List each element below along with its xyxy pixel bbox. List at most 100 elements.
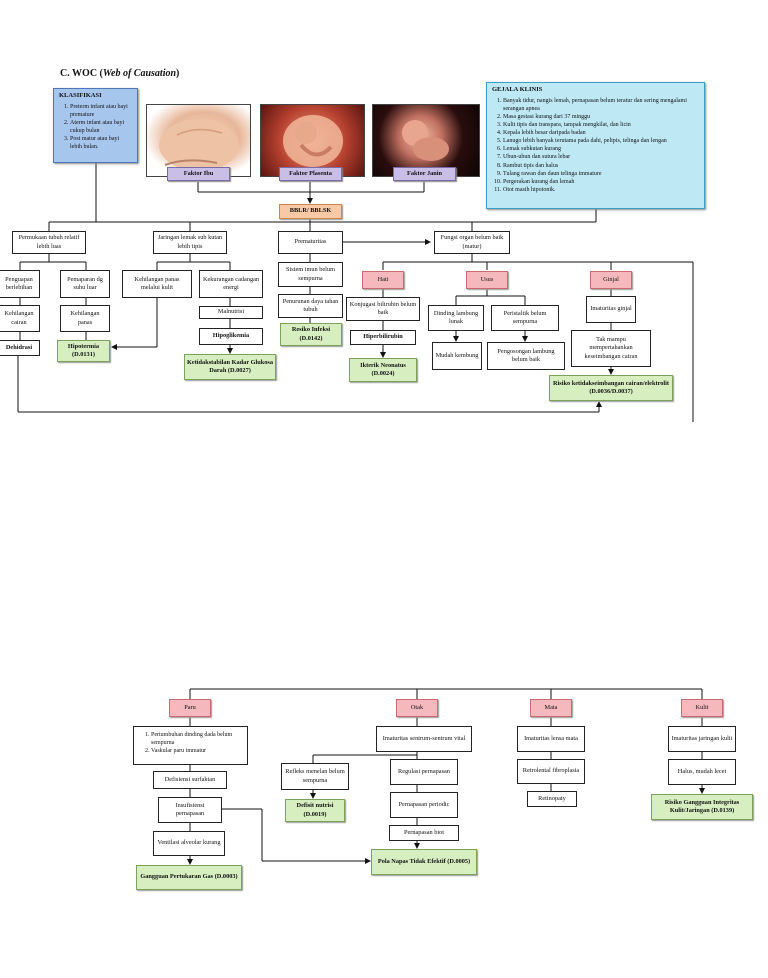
gejala-list: Banyak tidur, nangis lemah, pernapasan b… bbox=[492, 97, 699, 194]
kulit-box: Kulit bbox=[681, 699, 723, 717]
list-item: Tulang rawan dan daun telinga immature bbox=[503, 170, 699, 178]
ginjal-box: Ginjal bbox=[590, 271, 632, 289]
pernapasan-biot-label: Pernapasan biot bbox=[403, 828, 445, 836]
tak-mampu-box: Tak mampu mempertahankan keseimbangan ca… bbox=[571, 330, 651, 367]
paru-list: Pertumbuhan dinding dada belum sempurna … bbox=[140, 731, 241, 755]
sistem-imun-box: Sistem imun belum sempurna bbox=[278, 262, 343, 287]
hipotermia-diagnosis: Hipotermia (D.0131) bbox=[57, 340, 110, 362]
hiperbilirubin-box: Hiperbilirubin bbox=[350, 330, 416, 345]
otak-label: Otak bbox=[410, 703, 424, 711]
paru-list-box: Pertumbuhan dinding dada belum sempurna … bbox=[133, 726, 248, 765]
ginjal-label: Ginjal bbox=[603, 275, 619, 283]
kehilangan-panas-kulit-box: Kehilangan panas melalui kulit bbox=[122, 270, 192, 298]
penguapan-label: Penguapan berlebihan bbox=[5, 275, 33, 292]
imaturitas-jaringan-box: Imaturitas jaringan kulit bbox=[668, 726, 736, 752]
usus-label: Usus bbox=[480, 275, 494, 283]
prematuritas-label: Prematuritas bbox=[294, 238, 327, 246]
mudah-kembung-box: Mudah kembung bbox=[432, 342, 482, 370]
penurunan-daya-label: Penurunan daya tahan tubuh bbox=[282, 297, 339, 314]
risiko-gangguan-label: Risiko Gangguan Integritas Kulit/Jaringa… bbox=[664, 798, 740, 815]
fungsi-organ-label: Fungsi organ belum baik (matur) bbox=[440, 234, 504, 250]
fungsi-organ-box: Fungsi organ belum baik (matur) bbox=[434, 231, 510, 254]
defisiensi-box: Defisiensi surfaktan bbox=[153, 771, 227, 789]
bblr-label: BBLR/ BBLSK bbox=[289, 207, 332, 215]
insufisiensi-label: Insufisiensi pernapasan bbox=[175, 801, 205, 818]
kehilangan-panas-label: Kehilangan panas bbox=[70, 310, 100, 326]
halus-box: Halus, mudah lecet bbox=[668, 759, 736, 785]
list-item: Kulit tipis dan transpara, tampak mengki… bbox=[503, 121, 699, 129]
defisiensi-label: Defisiensi surfaktan bbox=[164, 775, 216, 783]
list-item: Ubun-ubun dan sutura lebar bbox=[503, 153, 699, 161]
retrolental-label: Retrolental fibroplasia bbox=[522, 767, 580, 775]
peristaltik-label: Peristaltik belum sempurna bbox=[503, 309, 547, 326]
list-item: Rambut tipis dan halus bbox=[503, 162, 699, 170]
placenta-fetus-image bbox=[260, 104, 365, 177]
mata-box: Mata bbox=[530, 699, 572, 717]
imaturitas-lensa-label: Imaturitas lensa mata bbox=[524, 734, 578, 742]
gejala-klinis-box: GEJALA KLINIS Banyak tidur, nangis lemah… bbox=[486, 82, 705, 209]
pernapasan-periodic-box: Pernapasan periodic bbox=[390, 792, 458, 818]
pengosongan-box: Pengosongan lambung belum baik bbox=[487, 342, 565, 370]
risiko-gangguan-diagnosis: Risiko Gangguan Integritas Kulit/Jaringa… bbox=[651, 794, 753, 820]
imaturitas-sentrum-label: Imaturitas sentrum-sentrum vital bbox=[382, 734, 466, 742]
imaturitas-sentrum-box: Imaturitas sentrum-sentrum vital bbox=[376, 726, 472, 752]
konjugasi-label: Konjugasi bilirubin belum baik bbox=[349, 300, 417, 317]
faktor-ibu-label: Faktor Ibu bbox=[183, 169, 214, 177]
pregnant-belly-image bbox=[146, 104, 251, 177]
konjugasi-box: Konjugasi bilirubin belum baik bbox=[346, 297, 420, 321]
tak-mampu-label: Tak mampu mempertahankan keseimbangan ca… bbox=[584, 335, 638, 360]
resiko-infeksi-label: Resiko Infeksi (D.0142) bbox=[291, 326, 331, 342]
jaringan-box: Jaringan lemak sub kutan lebih tipis bbox=[153, 231, 227, 254]
fetus-image bbox=[372, 104, 480, 177]
resiko-infeksi-diagnosis: Resiko Infeksi (D.0142) bbox=[280, 323, 342, 346]
faktor-janin-label: Faktor Janin bbox=[406, 169, 443, 177]
hiperbilirubin-label: Hiperbilirubin bbox=[363, 333, 403, 341]
hipoglikemia-box: Hipoglikemia bbox=[199, 328, 263, 345]
pola-napas-diagnosis: Pola Napas Tidak Efektif (D.0005) bbox=[371, 849, 477, 875]
permukaan-box: Permukaan tubuh relatif lebih luas bbox=[12, 231, 86, 254]
gejala-heading: GEJALA KLINIS bbox=[492, 86, 543, 93]
defisit-nutrisi-diagnosis: Defisit nutrisi (D.0019) bbox=[285, 799, 345, 822]
list-item: Post matur atau bayi lebih bulan. bbox=[70, 135, 132, 151]
dehidrasi-box: Dehidrasi bbox=[0, 340, 40, 356]
list-item: Otot masih hipotonik. bbox=[503, 186, 699, 194]
hati-label: Hati bbox=[377, 275, 389, 283]
risiko-ketidakseimbangan-label: Risiko ketidakseimbangan cairan/elektrol… bbox=[552, 379, 670, 396]
list-item: Pertumbuhan dinding dada belum sempurna bbox=[151, 731, 241, 747]
ketidakstabilan-label: Ketidakstabilan Kadar Glukosa Darah (D.0… bbox=[187, 358, 273, 375]
imaturitas-ginjal-box: Imaturitas ginjal bbox=[586, 296, 636, 323]
ikterik-label: Ikterik Neonatus (D.0024) bbox=[360, 361, 406, 378]
paru-box: Paru bbox=[169, 699, 211, 717]
ketidakstabilan-diagnosis: Ketidakstabilan Kadar Glukosa Darah (D.0… bbox=[184, 354, 276, 380]
imaturitas-jaringan-label: Imaturitas jaringan kulit bbox=[671, 734, 733, 742]
title-prefix: C. WOC ( bbox=[60, 68, 103, 79]
regulasi-box: Regulasi pernapasan bbox=[390, 759, 458, 785]
faktor-janin-box: Faktor Janin bbox=[393, 167, 456, 181]
list-item: Lanugo lebih banyak terutama pada dahi, … bbox=[503, 137, 699, 145]
permukaan-label: Permukaan tubuh relatif lebih luas bbox=[18, 234, 80, 250]
usus-box: Usus bbox=[466, 271, 508, 289]
bblr-box: BBLR/ BBLSK bbox=[279, 204, 342, 219]
gangguan-pertukaran-label: Gangguan Pertukaran Gas (D.0003) bbox=[140, 873, 238, 881]
imaturitas-lensa-box: Imaturitas lensa mata bbox=[517, 726, 585, 752]
penguapan-box: Penguapan berlebihan bbox=[0, 270, 40, 298]
pernapasan-periodic-label: Pernapasan periodic bbox=[398, 800, 450, 808]
risiko-ketidakseimbangan-diagnosis: Risiko ketidakseimbangan cairan/elektrol… bbox=[549, 375, 673, 401]
kehilangan-panas-box: Kehilangan panas bbox=[60, 305, 110, 332]
insufisiensi-box: Insufisiensi pernapasan bbox=[158, 797, 222, 823]
otak-box: Otak bbox=[396, 699, 438, 717]
kehilangan-panas-kulit-label: Kehilangan panas melalui kulit bbox=[134, 275, 180, 292]
list-item: Preterm infant atau bayi premature bbox=[70, 103, 132, 119]
jaringan-label: Jaringan lemak sub kutan lebih tipis bbox=[157, 234, 223, 250]
fetus-in-womb-icon bbox=[283, 115, 343, 167]
list-item: Pergerakan kurang dan lemah bbox=[503, 178, 699, 186]
klasifikasi-box: KLASIFIKASI Preterm infant atau bayi pre… bbox=[53, 88, 138, 163]
imaturitas-ginjal-label: Imaturitas ginjal bbox=[590, 305, 632, 313]
retinopaty-box: Retinopaty bbox=[527, 791, 577, 807]
sistem-imun-label: Sistem imun belum sempurna bbox=[286, 266, 335, 282]
hipotermia-label: Hipotermia (D.0131) bbox=[67, 342, 100, 359]
faktor-ibu-box: Faktor Ibu bbox=[167, 167, 230, 181]
faktor-plasenta-box: Faktor Plasenta bbox=[279, 167, 342, 181]
page-title: C. WOC (Web of Causation) bbox=[60, 68, 179, 79]
